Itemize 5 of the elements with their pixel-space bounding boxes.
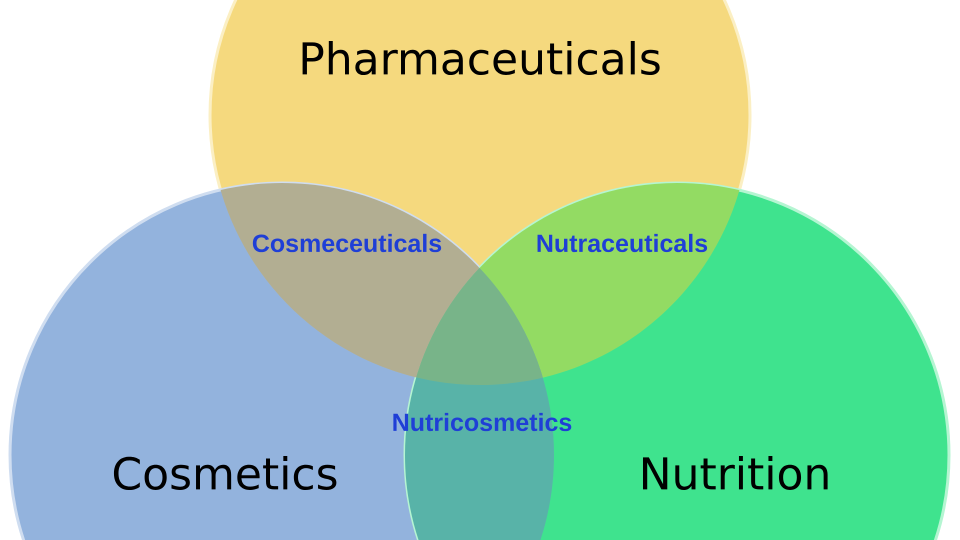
region-label: Cosmeceuticals (252, 234, 442, 252)
region-label: Nutraceuticals (538, 234, 708, 252)
circle-label: Cosmetics (114, 456, 336, 490)
circle-label: Nutrition (643, 456, 828, 490)
circle-label: Pharmaceuticals (302, 40, 660, 76)
